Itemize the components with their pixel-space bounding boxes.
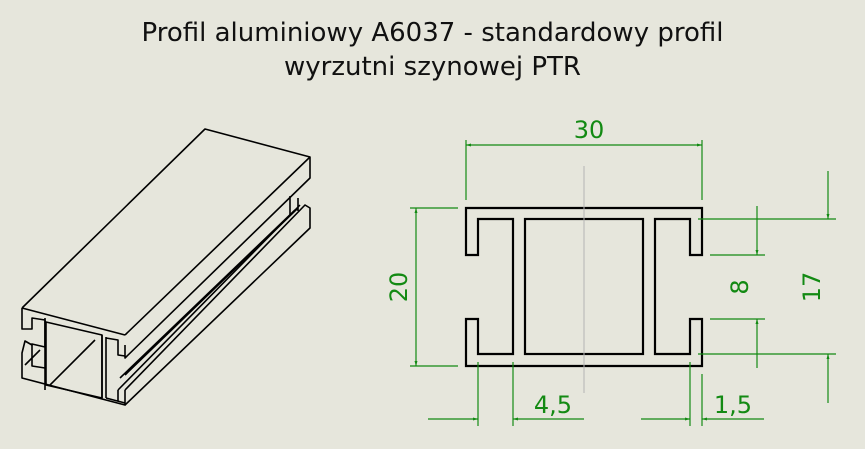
dim-inner-height-label: 17 [798, 272, 826, 303]
dimensions [410, 140, 836, 426]
isometric-profile-view [21, 128, 311, 406]
dim-lip-width-label: 4,5 [534, 391, 572, 419]
dim-wall-thickness-label: 1,5 [714, 391, 752, 419]
dim-width-label: 30 [574, 116, 605, 144]
drawing-title-line-2: wyrzutni szynowej PTR [284, 52, 581, 82]
dim-height-label: 20 [385, 272, 413, 303]
dim-slot-opening-label: 8 [726, 279, 754, 294]
drawing-title-line-1: Profil aluminiowy A6037 - standardowy pr… [141, 18, 724, 48]
